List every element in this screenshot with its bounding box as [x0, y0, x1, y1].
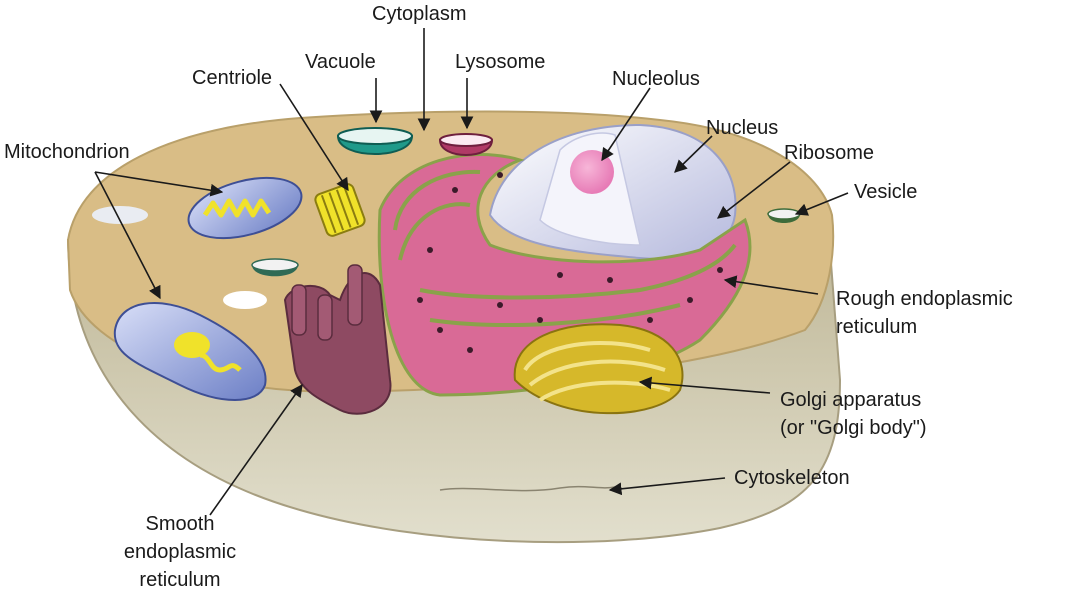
cytoskeleton-label: Cytoskeleton: [734, 467, 850, 489]
smooth-er-label-line: endoplasmic: [123, 541, 237, 563]
cytoplasm-label: Cytoplasm: [372, 3, 467, 25]
lysosome-label: Lysosome: [455, 51, 546, 73]
smooth-er: [283, 264, 392, 415]
cytoplasm-cavity: [223, 291, 267, 309]
ribosome-label: Ribosome: [784, 142, 875, 164]
vacuole: [336, 127, 414, 155]
smooth-er-label-line: Smooth: [145, 513, 215, 535]
golgi-apparatus: [513, 323, 684, 415]
vesicle-label: Vesicle: [854, 181, 918, 203]
cytoskeleton: [439, 485, 616, 492]
golgi-label-line: Golgi apparatus: [780, 389, 922, 411]
cytoplasm-cavity: [92, 206, 148, 224]
vesicle: [251, 258, 299, 277]
leader-lines: [94, 28, 849, 516]
vacuole-label: Vacuole: [305, 51, 376, 73]
rough-er-label-line: Rough endoplasmic: [836, 288, 1013, 310]
rough-er-label-line: reticulum: [836, 316, 918, 338]
golgi-label-line: (or "Golgi body"): [780, 417, 927, 439]
nucleolus-label: Nucleolus: [612, 68, 700, 90]
centriole-label: Centriole: [192, 67, 273, 89]
lysosome: [438, 133, 494, 156]
golgi-label: Golgi apparatus (or "Golgi body"): [780, 386, 926, 442]
smooth-er-label: Smooth endoplasmic reticulum: [100, 510, 260, 594]
rough-er-label: Rough endoplasmic reticulum: [836, 285, 1013, 341]
mitochondrion-label: Mitochondrion: [4, 141, 130, 163]
nucleus-label: Nucleus: [706, 117, 779, 139]
nucleus: [488, 123, 737, 260]
centriole: [314, 183, 366, 237]
nucleolus: [570, 150, 614, 194]
mitochondrion: [113, 302, 267, 401]
smooth-er-label-line: reticulum: [139, 569, 221, 591]
